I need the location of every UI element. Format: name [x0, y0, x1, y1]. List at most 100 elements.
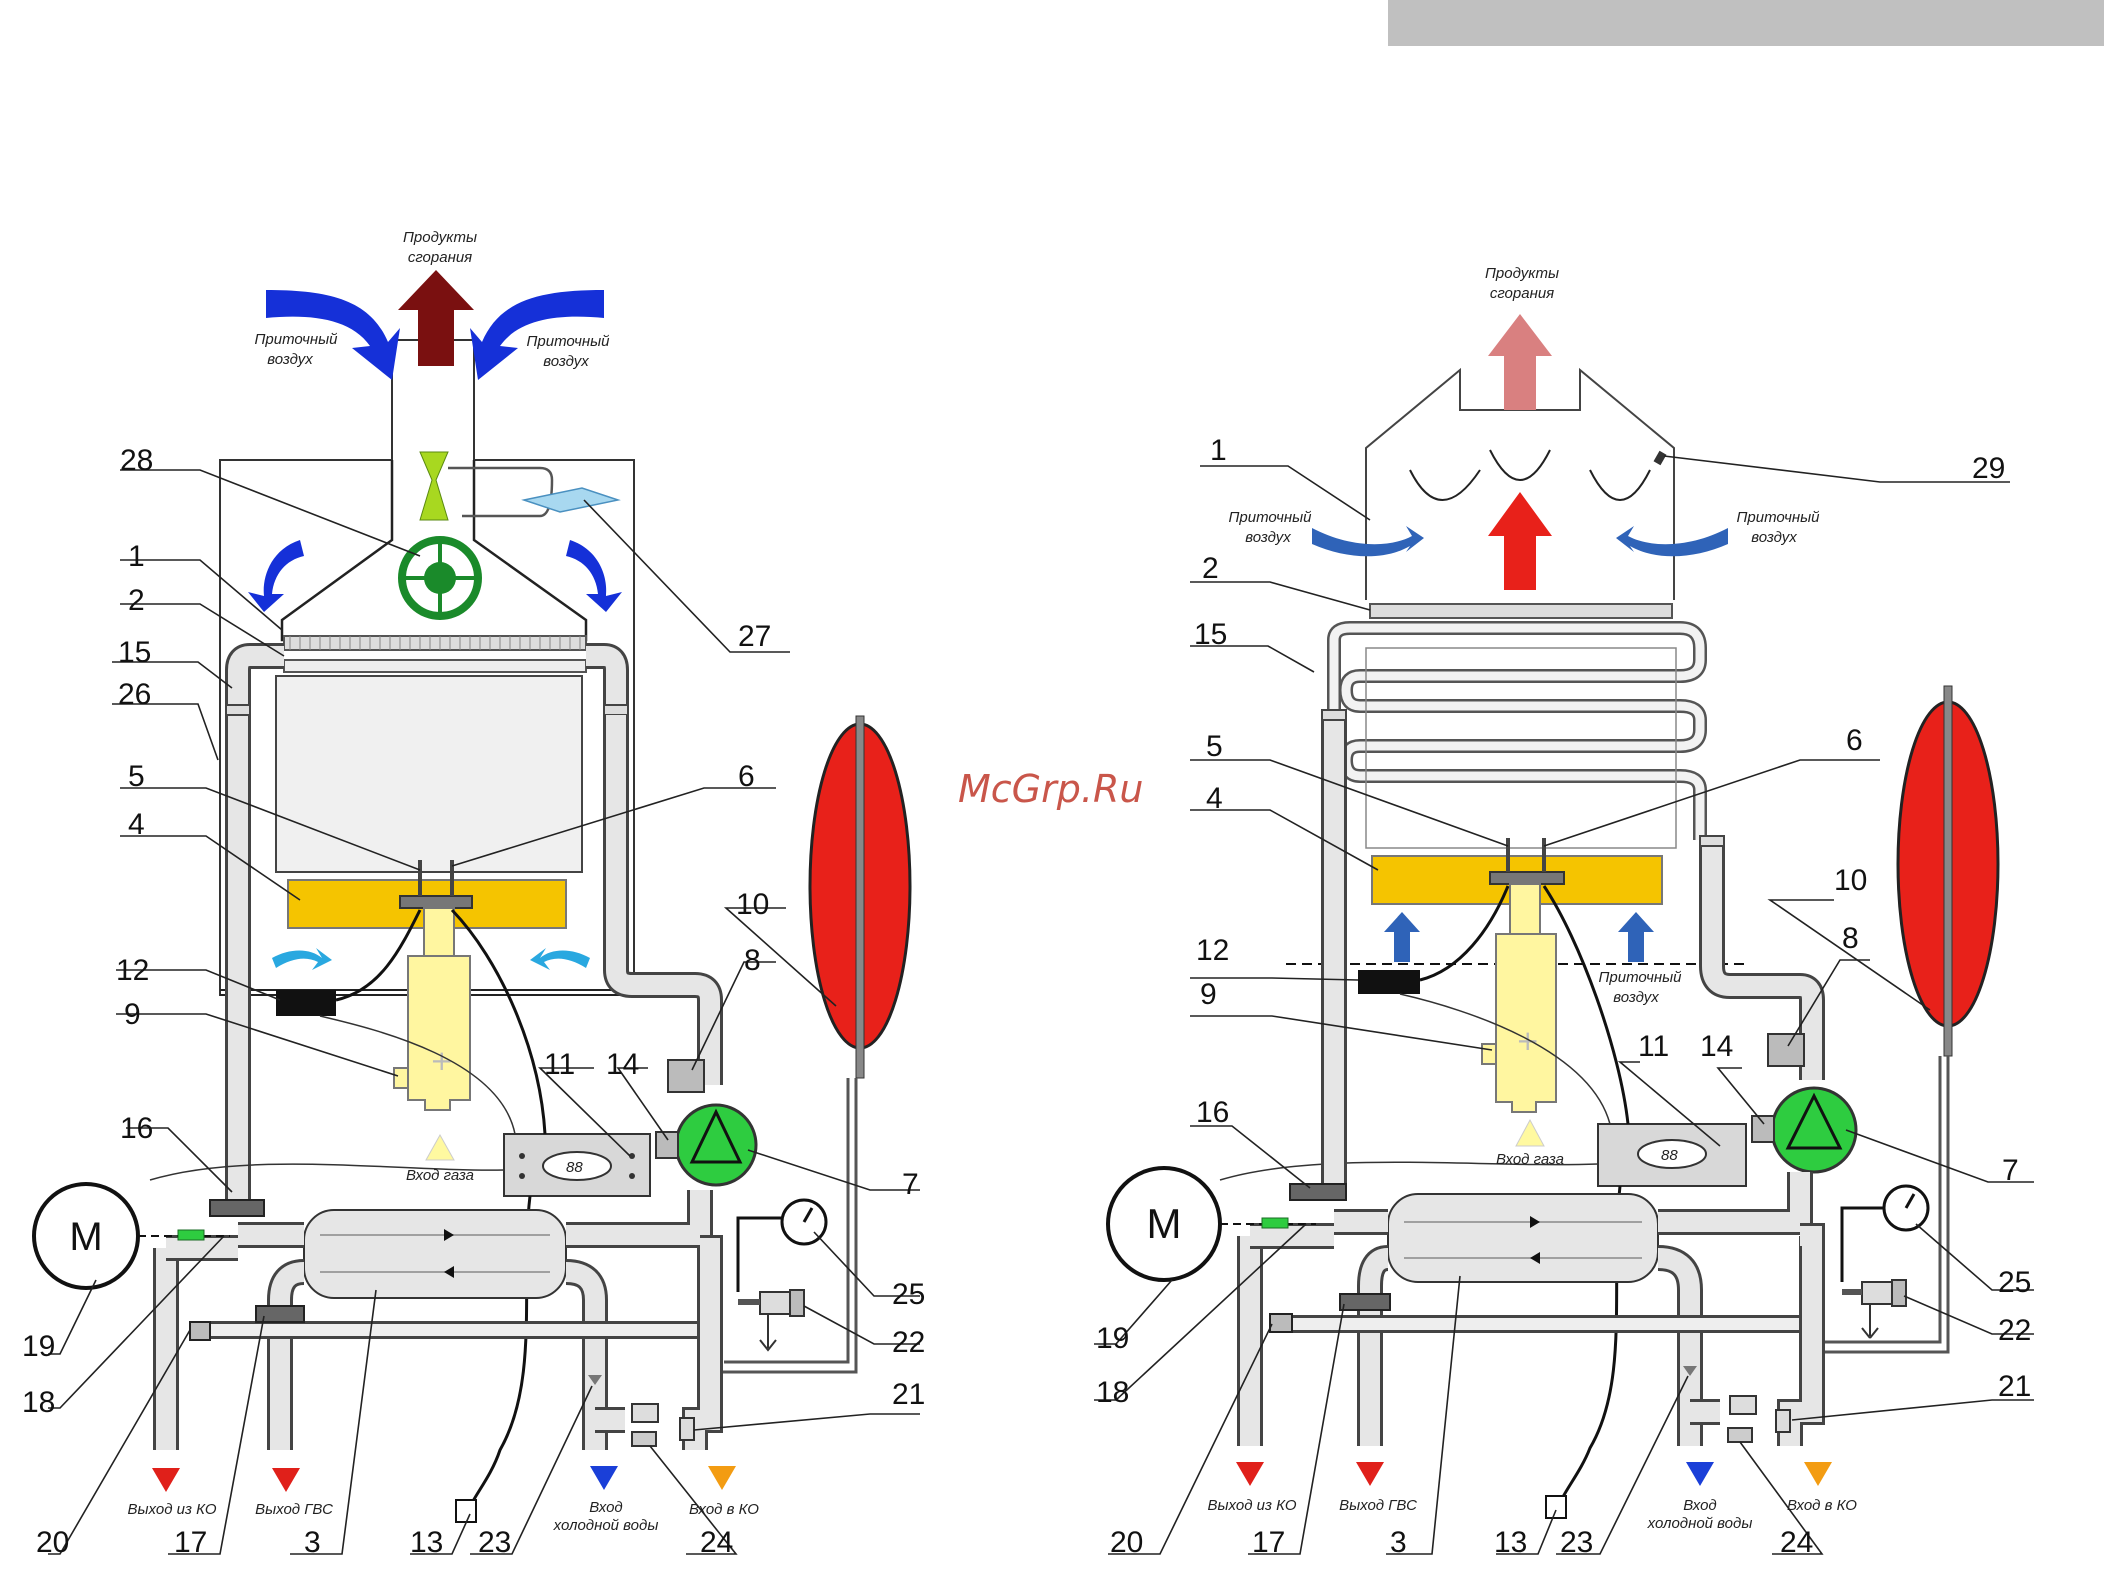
- right-callout-21: 21: [1998, 1370, 2031, 1403]
- left-plate-heat-exchanger: [303, 1209, 567, 1299]
- right-out-ko-label: Выход из КО: [1208, 1497, 1297, 1514]
- left-callout-27: 27: [738, 620, 771, 653]
- svg-text:+: +: [1516, 1024, 1539, 1057]
- right-callout-14: 14: [1700, 1030, 1733, 1063]
- left-pump-air-vent: [667, 1059, 705, 1093]
- left-callout-26: 26: [118, 678, 151, 711]
- right-coil-1: [1327, 621, 1707, 840]
- left-dhw-flow-sensor: [209, 1199, 265, 1217]
- right-pump-air-vent: [1767, 1033, 1805, 1067]
- left-callout-21: 21: [892, 1378, 925, 1411]
- left-callout-24: 24: [700, 1526, 733, 1559]
- left-display: 88: [566, 1159, 583, 1176]
- left-gas-valve-neck: [423, 907, 455, 957]
- right-ko-in-label: Вход в КО: [1787, 1497, 1857, 1514]
- right-safety-valve: [1861, 1281, 1893, 1305]
- right-display: 88: [1661, 1147, 1678, 1164]
- left-heat-exchanger-fins: [283, 635, 587, 651]
- right-plate-heat-exchanger: [1387, 1193, 1659, 1283]
- left-callout-17: 17: [174, 1526, 207, 1559]
- right-air-label-b-2: воздух: [1613, 989, 1659, 1006]
- right-dhw-temp-sensor: [1339, 1293, 1391, 1311]
- left-callout-22: 22: [892, 1326, 925, 1359]
- right-ignition-unit: [1358, 970, 1420, 994]
- left-callout-6: 6: [738, 760, 755, 793]
- left-gas-valve: [407, 955, 471, 1111]
- left-callout-3: 3: [304, 1526, 321, 1559]
- right-callout-11: 11: [1638, 1030, 1669, 1063]
- right-dhw-out-marker: [1356, 1462, 1384, 1486]
- right-boiler: + 88: [1094, 265, 2034, 1559]
- right-air-arrow-up-l: [1384, 912, 1420, 962]
- left-callout-25: 25: [892, 1278, 925, 1311]
- left-callout-16: 16: [120, 1112, 153, 1145]
- right-out-gvs-label: Выход ГВС: [1339, 1497, 1417, 1514]
- right-air-label-r-1: Приточный: [1737, 509, 1821, 526]
- right-callout-13: 13: [1494, 1526, 1527, 1559]
- right-exhaust-label-2: сгорания: [1490, 285, 1554, 302]
- left-out-gvs-label: Выход ГВС: [255, 1501, 333, 1518]
- left-callout-23: 23: [478, 1526, 511, 1559]
- right-exhaust-arrow-inner: [1488, 492, 1552, 590]
- left-air-label-l-2: воздух: [267, 351, 313, 368]
- right-callout-12: 12: [1196, 934, 1229, 967]
- right-callout-22: 22: [1998, 1314, 2031, 1347]
- right-callout-25: 25: [1998, 1266, 2031, 1299]
- right-air-label-r-2: воздух: [1751, 529, 1797, 546]
- right-callout-29: 29: [1972, 452, 2005, 485]
- right-chamber-wall: [1365, 647, 1677, 849]
- right-heating-out-marker: [1236, 1462, 1264, 1486]
- left-dhw-out-marker: [272, 1468, 300, 1492]
- right-callout-2: 2: [1202, 552, 1219, 585]
- right-callout-15: 15: [1194, 618, 1227, 651]
- right-callout-7: 7: [2002, 1154, 2019, 1187]
- left-electrode-block: [399, 895, 473, 909]
- left-air-arrow-l: [266, 290, 400, 380]
- left-combustion-chamber: [275, 675, 583, 873]
- left-callout-4: 4: [128, 808, 145, 841]
- left-callout-2: 2: [128, 584, 145, 617]
- right-exhaust-arrow: [1488, 314, 1552, 410]
- right-exhaust-label-1: Продукты: [1485, 265, 1559, 282]
- left-exhaust-label-1: Продукты: [403, 229, 477, 246]
- left-out-ko-label: Выход из КО: [128, 1501, 217, 1518]
- left-callout-5: 5: [128, 760, 145, 793]
- right-flue-sensor: [1653, 450, 1667, 466]
- left-exhaust-arrow: [398, 270, 474, 366]
- right-filling-tap: [1727, 1427, 1753, 1443]
- right-callout-1: 1: [1210, 434, 1227, 467]
- left-callout-12: 12: [116, 954, 149, 987]
- right-heat-exchanger-fins: [1369, 603, 1673, 619]
- right-air-arrow-up-r: [1618, 912, 1654, 962]
- left-pipe-to-pump: [603, 715, 723, 1085]
- left-callout-15: 15: [118, 636, 151, 669]
- header-bar: [1388, 0, 2104, 46]
- right-gas-valve: [1495, 933, 1557, 1113]
- left-cold-in-marker: [590, 1466, 618, 1490]
- right-callout-20: 20: [1110, 1526, 1143, 1559]
- left-gas-in-label: Вход газа: [406, 1167, 474, 1184]
- left-heat-exchanger-band: [283, 659, 587, 673]
- left-callout-18: 18: [22, 1386, 55, 1419]
- right-callout-4: 4: [1206, 782, 1223, 815]
- left-exhaust-label-2: сгорания: [408, 249, 472, 266]
- right-gas-inlet-marker: [1515, 1118, 1545, 1147]
- right-callout-leaders: [1094, 455, 2034, 1555]
- right-return-in-marker: [1804, 1462, 1832, 1486]
- left-callout-13: 13: [410, 1526, 443, 1559]
- right-callout-5: 5: [1206, 730, 1223, 763]
- left-callout-8: 8: [744, 944, 761, 977]
- right-callout-19: 19: [1096, 1322, 1129, 1355]
- left-callout-leaders: [48, 469, 920, 1555]
- left-return-in-marker: [708, 1466, 736, 1490]
- watermark: McGrp.Ru: [958, 767, 1143, 811]
- right-bypass-valve: [1269, 1313, 1293, 1333]
- left-callout-7: 7: [902, 1168, 919, 1201]
- left-callout-20: 20: [36, 1526, 69, 1559]
- left-callout-14: 14: [606, 1048, 639, 1081]
- left-air-arrow-low-r: [530, 948, 590, 970]
- right-motor-label: M: [1147, 1200, 1182, 1247]
- right-air-arrow-l: [1312, 526, 1424, 557]
- left-gas-inlet-marker: [425, 1133, 455, 1161]
